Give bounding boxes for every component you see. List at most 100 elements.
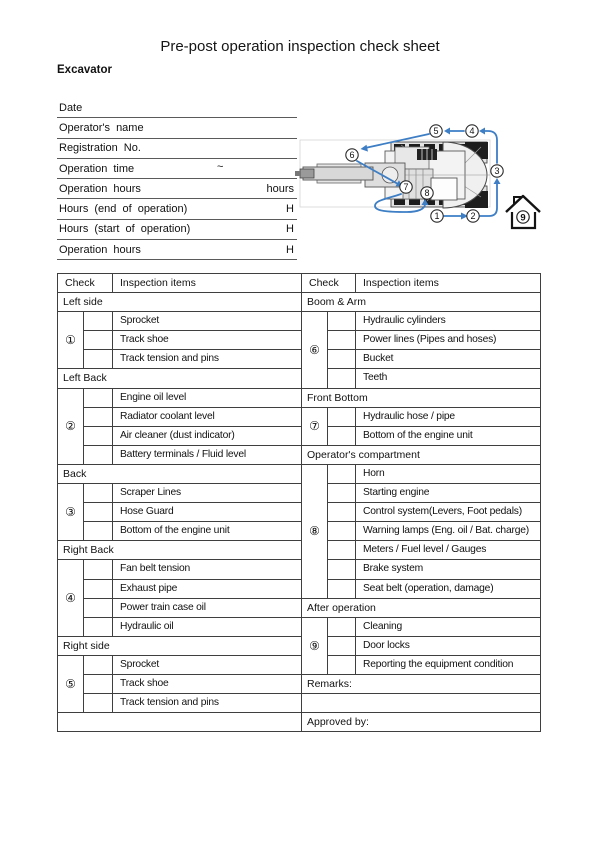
check-cell[interactable] <box>83 616 113 637</box>
operator-name-label: Operator's name <box>59 121 144 134</box>
diagram-marker-4: 4 <box>465 124 479 138</box>
items-column-header: Inspection items <box>112 272 302 294</box>
items-column-header: Inspection items <box>355 272 541 294</box>
inspection-item: Radiator coolant level <box>112 406 302 427</box>
inspection-table: Check Inspection items Check Inspection … <box>57 272 541 733</box>
inspection-item: Exhaust pipe <box>112 578 302 599</box>
check-cell[interactable] <box>327 540 356 561</box>
operator-name-entry-blank[interactable] <box>144 118 297 137</box>
check-cell[interactable] <box>83 521 113 542</box>
operation-hours-2-entry-blank[interactable] <box>141 240 297 259</box>
inspection-item: Scraper Lines <box>112 483 302 504</box>
check-cell[interactable] <box>83 693 113 714</box>
inspection-item: Door locks <box>355 635 541 656</box>
check-cell[interactable] <box>83 406 113 427</box>
inspection-item: Starting engine <box>355 483 541 504</box>
table-row: Track tension and pins Bucket <box>58 349 541 370</box>
check-cell[interactable] <box>327 463 356 485</box>
form-row-registration-no: Registration No. <box>57 139 297 159</box>
hours-end-entry-blank[interactable] <box>187 199 297 218</box>
check-cell[interactable] <box>83 654 113 675</box>
section-header-right-back: Right Back <box>57 540 302 561</box>
operation-hours-2-unit: H <box>286 243 294 256</box>
table-row: Left Back Teeth <box>57 368 541 389</box>
check-cell[interactable] <box>83 578 113 599</box>
inspection-item: Reporting the equipment condition <box>355 654 541 675</box>
inspection-item: Hydraulic cylinders <box>355 311 541 332</box>
remarks-cell[interactable]: Remarks: <box>301 673 541 695</box>
form-row-operation-hours-2: Operation hours H <box>57 240 297 261</box>
check-cell[interactable] <box>327 578 356 599</box>
check-cell[interactable] <box>327 616 356 637</box>
table-row: ① Sprocket ⑥ Hydraulic cylinders <box>57 311 541 389</box>
svg-text:7: 7 <box>403 182 408 192</box>
table-row: Left side Boom & Arm <box>57 292 541 313</box>
check-cell[interactable] <box>83 330 113 351</box>
hours-start-entry-blank[interactable] <box>190 220 297 239</box>
table-row: Air cleaner (dust indicator) Bottom of t… <box>58 425 541 446</box>
table-row: Approved by: <box>57 712 541 733</box>
check-cell[interactable] <box>327 654 356 675</box>
check-cell[interactable] <box>83 502 113 523</box>
section-number-6: ⑥ <box>301 311 328 389</box>
check-cell[interactable] <box>83 425 113 446</box>
svg-text:6: 6 <box>349 150 354 160</box>
check-cell[interactable] <box>327 311 356 332</box>
table-row: Hose Guard Control system(Levers, Foot p… <box>58 502 541 523</box>
section-header-front-bottom: Front Bottom <box>301 387 541 408</box>
check-cell[interactable] <box>327 425 356 446</box>
inspection-item: Cleaning <box>355 616 541 637</box>
date-entry-blank[interactable] <box>82 98 297 117</box>
check-cell[interactable] <box>83 311 113 332</box>
diagram-marker-3: 3 <box>490 164 504 178</box>
section-number-5: ⑤ <box>57 654 84 714</box>
check-cell[interactable] <box>327 368 356 389</box>
check-cell[interactable] <box>327 635 356 656</box>
table-row: Right Back Meters / Fuel level / Gauges <box>57 540 541 561</box>
remarks-blank-cell[interactable] <box>301 693 541 714</box>
operation-hours-2-label: Operation hours <box>59 243 141 256</box>
registration-no-entry-blank[interactable] <box>141 139 297 158</box>
diagram-marker-1: 1 <box>430 209 444 223</box>
check-cell[interactable] <box>327 521 356 542</box>
check-cell[interactable] <box>327 330 356 351</box>
check-cell[interactable] <box>83 444 113 465</box>
check-cell[interactable] <box>83 349 113 370</box>
inspection-item: Bottom of the engine unit <box>355 425 541 446</box>
inspection-item: Bottom of the engine unit <box>112 521 302 542</box>
check-cell[interactable] <box>83 387 113 408</box>
inspection-item: Brake system <box>355 559 541 580</box>
approved-by-cell[interactable]: Approved by: <box>301 712 541 733</box>
check-cell[interactable] <box>83 483 113 504</box>
section-number-7: ⑦ <box>301 406 328 446</box>
check-cell[interactable] <box>327 483 356 504</box>
inspection-item: Track tension and pins <box>112 693 302 714</box>
section-number-4: ④ <box>57 559 84 637</box>
check-cell[interactable] <box>83 559 113 580</box>
check-cell[interactable] <box>327 559 356 580</box>
section-header-right-side: Right side <box>57 635 302 656</box>
check-cell[interactable] <box>83 597 113 618</box>
inspection-item: Bucket <box>355 349 541 370</box>
left-bottom-blank-cell <box>57 712 302 733</box>
diagram-marker-8: 8 <box>420 186 434 200</box>
section-number-9: ⑨ <box>301 616 328 675</box>
diagram-marker-7: 7 <box>399 180 413 194</box>
inspection-item: Hose Guard <box>112 502 302 523</box>
hours-end-label: Hours (end of operation) <box>59 203 188 216</box>
inspection-item: Fan belt tension <box>112 559 302 580</box>
form-row-operation-hours: Operation hours hours <box>57 179 297 200</box>
check-cell[interactable] <box>327 502 356 523</box>
check-column-header: Check <box>57 272 113 294</box>
form-row-operation-time: Operation time ~ <box>57 159 297 180</box>
section-header-left-back: Left Back <box>57 368 302 389</box>
check-cell[interactable] <box>83 673 113 695</box>
check-cell[interactable] <box>327 349 356 370</box>
inspection-item: Hydraulic oil <box>112 616 302 637</box>
table-row: ⑤ Sprocket Reporting the equipment condi… <box>57 654 541 714</box>
operation-time-entry-blank[interactable] <box>134 159 297 178</box>
check-cell[interactable] <box>327 406 356 427</box>
home-icon: 9 <box>505 194 541 230</box>
route-arrowheads <box>360 127 501 220</box>
